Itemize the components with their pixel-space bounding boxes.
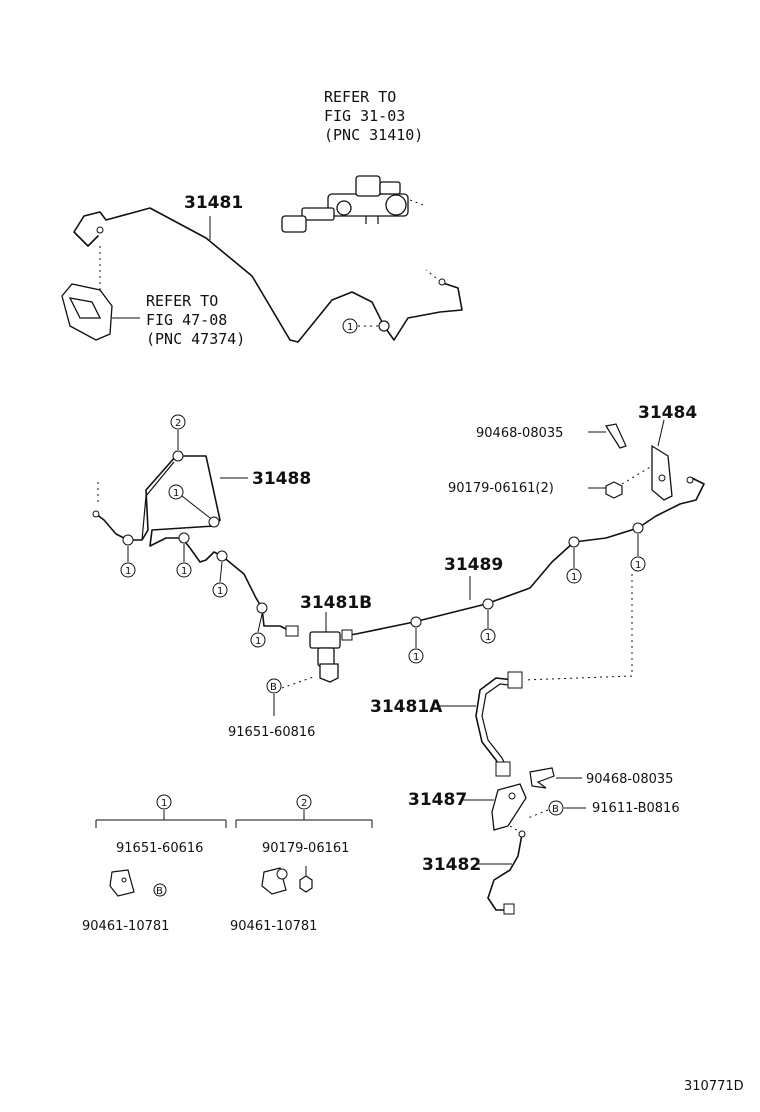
figure-code: 310771D xyxy=(684,1079,744,1094)
legend-group-1-part: 91651-60616 xyxy=(116,841,203,856)
part-label-31481A: 31481A xyxy=(370,697,443,717)
part-label-31482: 31482 xyxy=(422,855,481,875)
part-label-31487: 31487 xyxy=(408,790,467,810)
part-label-31481: 31481 xyxy=(184,193,243,213)
clamp-callouts-31489: 1 1 1 1 xyxy=(408,534,646,681)
svg-text:1: 1 xyxy=(173,488,179,499)
part-label-90179-2: 90179-06161(2) xyxy=(448,481,554,496)
svg-text:2: 2 xyxy=(301,798,307,809)
legend-group-1: 1 91651-60616 B 90461-10781 xyxy=(82,794,227,934)
nut-90179-06161[interactable]: 90179-06161(2) xyxy=(448,465,653,499)
legend-group-2-clip: 90461-10781 xyxy=(230,919,317,934)
master-cylinder-icon xyxy=(281,175,427,233)
pipe-31488[interactable]: 31488 xyxy=(92,450,311,637)
pipe-31489[interactable]: 31489 xyxy=(341,476,705,641)
legend-group-1-clip: 90461-10781 xyxy=(82,919,169,934)
pipe-31481[interactable]: 31481 xyxy=(73,193,463,343)
clip-90468-08035-top[interactable]: 90468-08035 xyxy=(476,423,627,449)
bracket-31487[interactable]: 31487 xyxy=(408,783,527,831)
part-label-31488: 31488 xyxy=(252,469,311,489)
pipe-31482[interactable]: 31482 xyxy=(422,825,526,915)
legend-group-2-part: 90179-06161 xyxy=(262,841,349,856)
part-label-91611: 91611-B0816 xyxy=(592,801,680,816)
union-31481B[interactable]: 31481B xyxy=(300,593,372,683)
svg-text:B: B xyxy=(270,682,277,693)
hose-31481A[interactable]: 31481A xyxy=(370,671,523,777)
svg-text:1: 1 xyxy=(125,566,131,577)
part-label-31484: 31484 xyxy=(638,403,697,423)
bracket-31484[interactable]: 31484 xyxy=(638,403,697,501)
refer-pedal-line-3: (PNC 47374) xyxy=(146,330,245,348)
part-label-90468-mid: 90468-08035 xyxy=(586,772,673,787)
svg-text:1: 1 xyxy=(413,652,419,663)
part-label-90468-top: 90468-08035 xyxy=(476,426,563,441)
svg-text:1: 1 xyxy=(255,636,261,647)
clip-90468-08035-mid[interactable]: 90468-08035 xyxy=(529,767,673,789)
part-label-31489: 31489 xyxy=(444,555,503,575)
refer-line-1: REFER TO xyxy=(324,88,396,106)
svg-text:1: 1 xyxy=(181,566,187,577)
svg-text:2: 2 xyxy=(175,418,181,429)
refer-pedal-note[interactable]: REFER TO FIG 47-08 (PNC 47374) xyxy=(146,292,245,348)
refer-line-2: FIG 31-03 xyxy=(324,107,405,125)
clutch-pedal-bracket-icon xyxy=(61,246,140,341)
svg-text:B: B xyxy=(156,886,163,897)
svg-text:1: 1 xyxy=(161,798,167,809)
clamp-callouts-31488: 2 1 1 1 1 1 xyxy=(120,414,266,648)
refer-pedal-line-2: FIG 47-08 xyxy=(146,311,227,329)
refer-pedal-line-1: REFER TO xyxy=(146,292,218,310)
bolt-91611-B0816-callout[interactable]: B 91611-B0816 xyxy=(527,800,680,819)
refer-master-cylinder-note[interactable]: REFER TO FIG 31-03 (PNC 31410) xyxy=(324,88,423,144)
svg-text:B: B xyxy=(552,804,559,815)
part-label-91651-60816: 91651-60816 xyxy=(228,725,315,740)
part-label-31481B: 31481B xyxy=(300,593,372,613)
refer-line-3: (PNC 31410) xyxy=(324,126,423,144)
svg-text:1: 1 xyxy=(347,322,353,333)
svg-text:1: 1 xyxy=(635,560,641,571)
legend-group-2: 2 90179-06161 90461-10781 xyxy=(230,794,373,934)
svg-text:1: 1 xyxy=(571,572,577,583)
svg-text:1: 1 xyxy=(217,586,223,597)
clamp-callout-1-top: 1 xyxy=(342,318,378,334)
svg-text:1: 1 xyxy=(485,632,491,643)
bolt-91651-60816-callout[interactable]: B 91651-60816 xyxy=(228,675,317,740)
